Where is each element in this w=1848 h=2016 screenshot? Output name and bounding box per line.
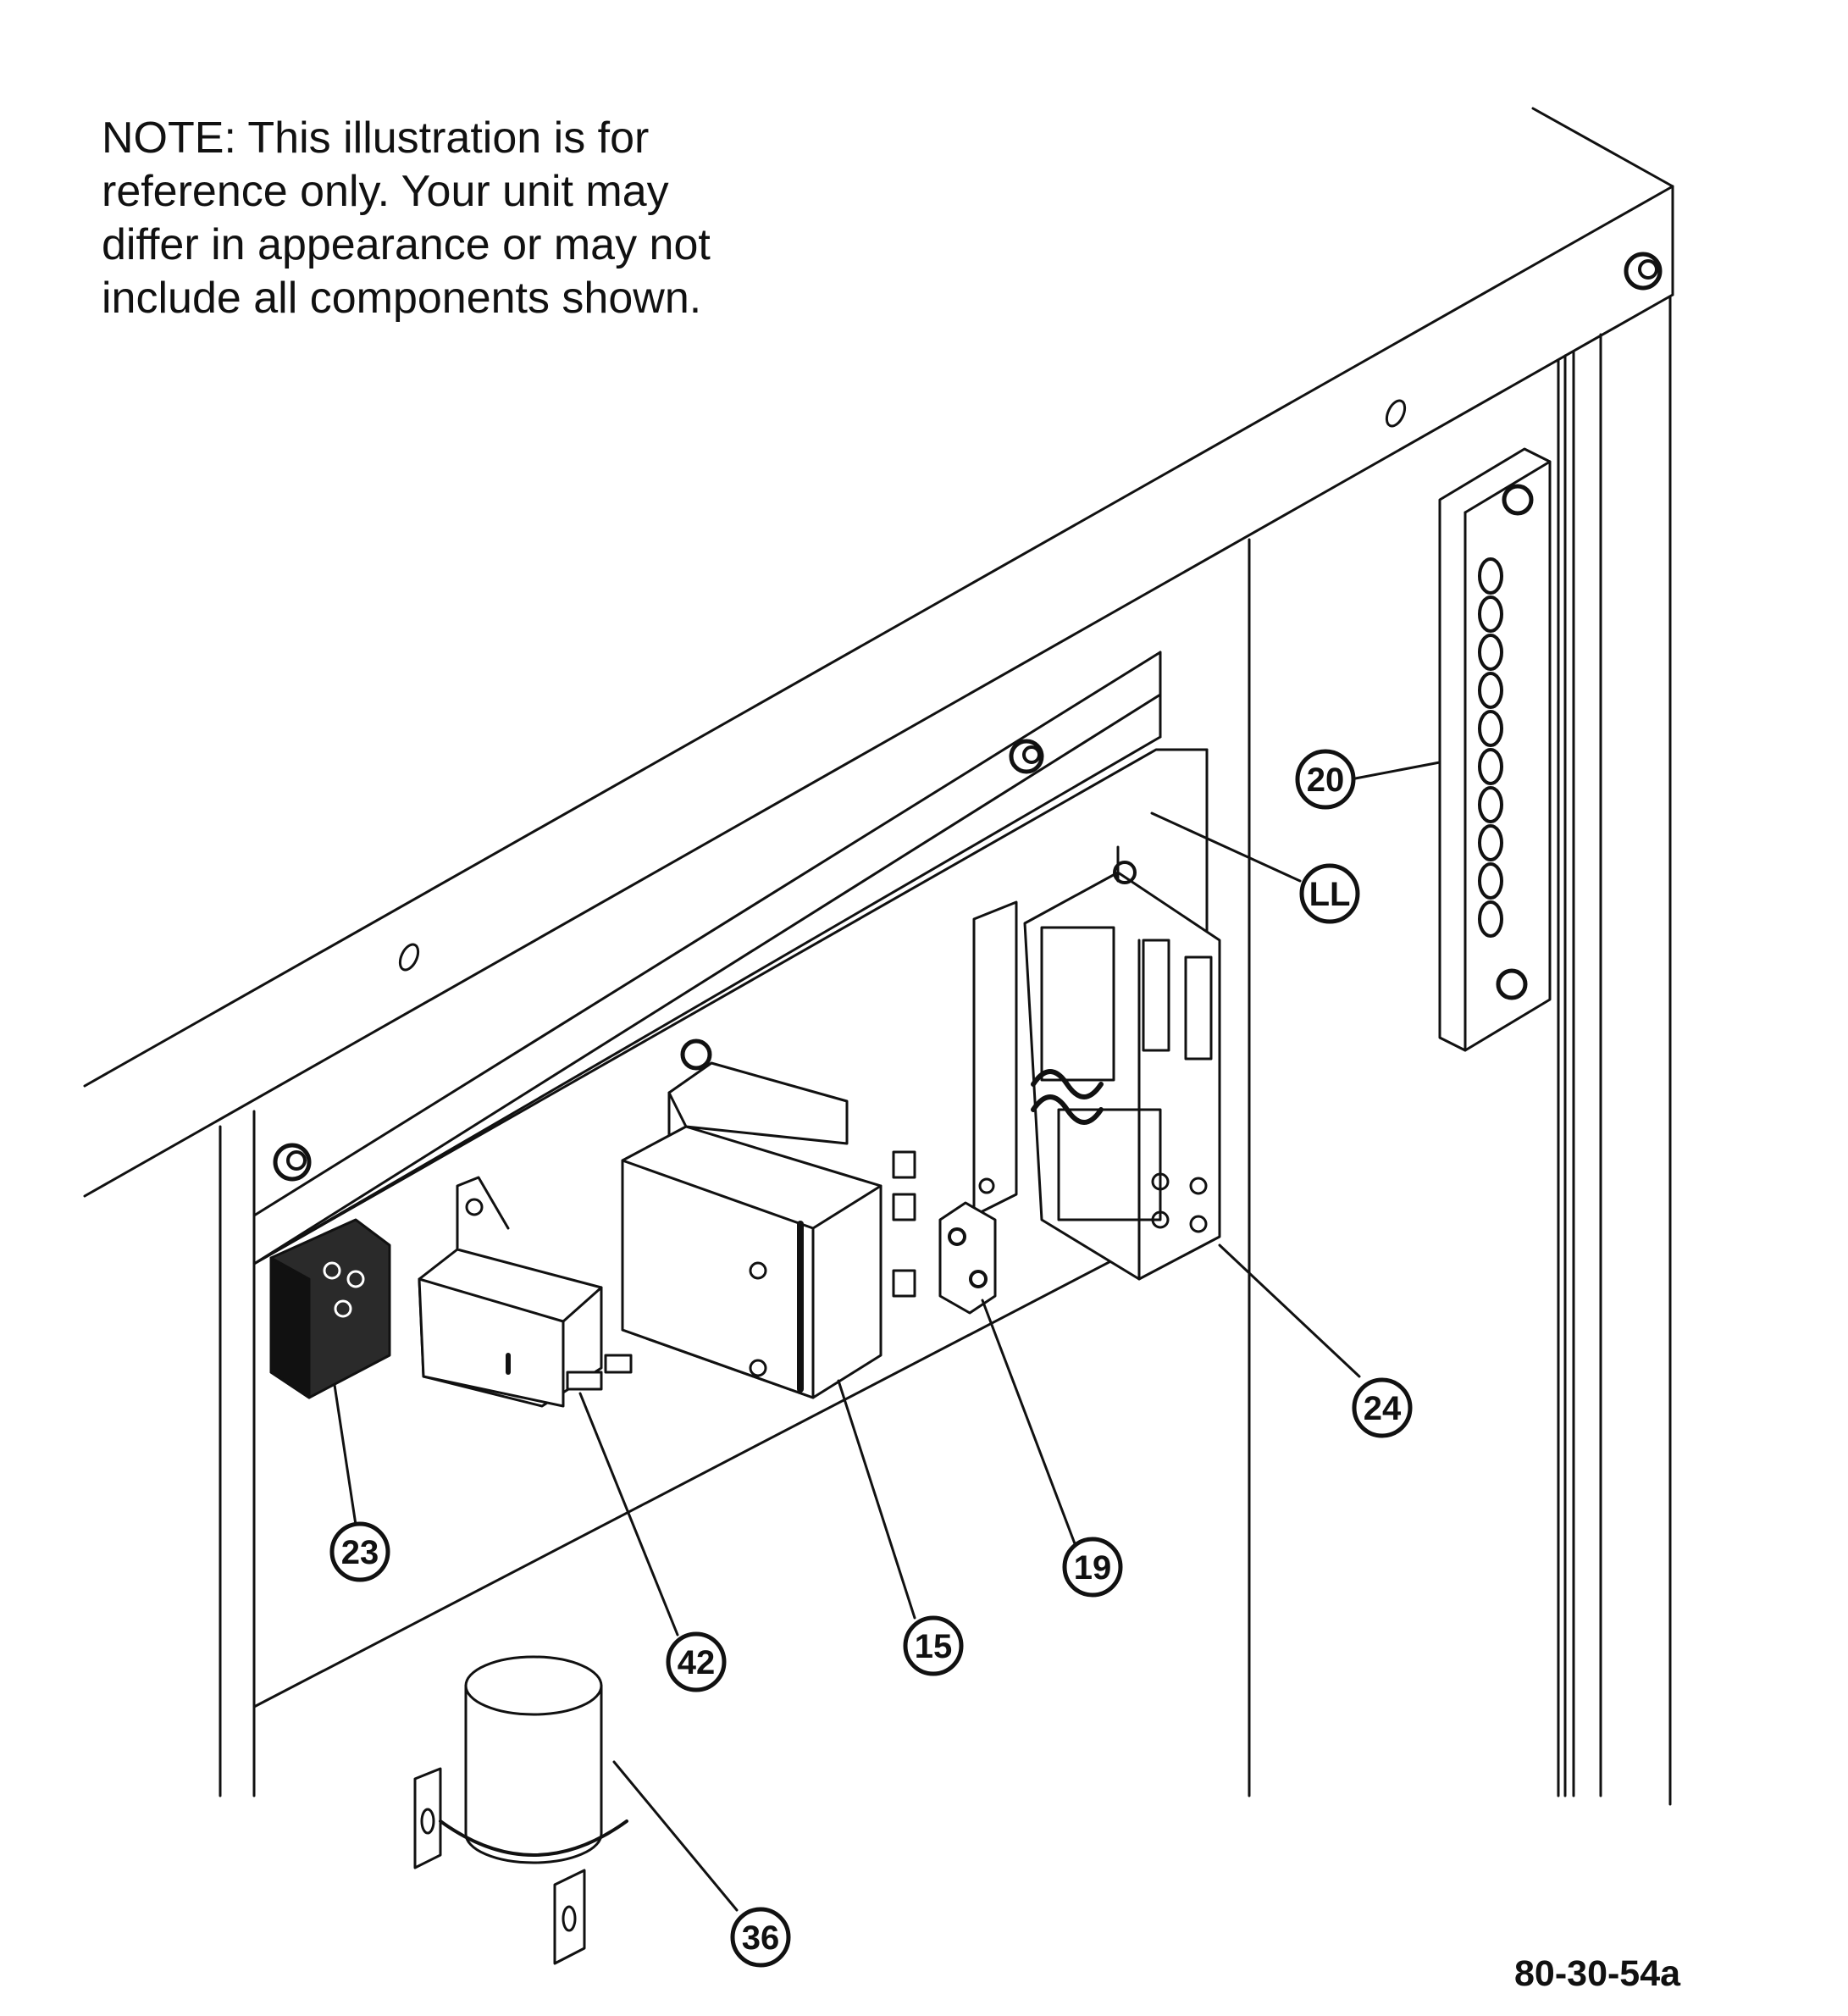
terminal-strip <box>1438 447 1552 1052</box>
callout-ll-label: LL <box>1309 876 1351 913</box>
callout-36-label: 36 <box>742 1919 780 1957</box>
callout-20: 20 <box>1295 749 1356 810</box>
callout-24-label: 24 <box>1364 1390 1402 1427</box>
callout-15: 15 <box>903 1615 964 1676</box>
callout-19: 19 <box>1062 1537 1123 1598</box>
note-line-1: NOTE: This illustration is for <box>102 114 650 163</box>
callout-42: 42 <box>666 1631 727 1692</box>
callout-23: 23 <box>329 1521 390 1582</box>
transformer <box>621 1038 916 1399</box>
callout-42-label: 42 <box>678 1644 716 1681</box>
cabinet-frame <box>83 107 1674 1806</box>
wire-connector <box>938 1201 997 1315</box>
callout-36: 36 <box>730 1907 791 1968</box>
time-delay-module <box>269 1218 391 1399</box>
callout-20-label: 20 <box>1307 762 1345 799</box>
relay <box>418 1176 633 1408</box>
note-line-4: include all components shown. <box>102 274 702 323</box>
note-line-3: differ in appearance or may not <box>102 220 711 269</box>
figure-id: 80-30-54a <box>1514 1953 1681 1994</box>
callout-ll: LL <box>1299 863 1360 924</box>
callout-19-label: 19 <box>1074 1549 1112 1587</box>
contactor <box>972 845 1221 1281</box>
note-line-2: reference only. Your unit may <box>102 167 669 216</box>
callout-24: 24 <box>1352 1377 1413 1438</box>
reference-note: NOTE: This illustration is for reference… <box>102 112 728 325</box>
callout-15-label: 15 <box>915 1628 953 1665</box>
leader-lines <box>333 761 1441 1912</box>
capacitor <box>413 1655 628 1965</box>
callout-23-label: 23 <box>341 1534 379 1571</box>
